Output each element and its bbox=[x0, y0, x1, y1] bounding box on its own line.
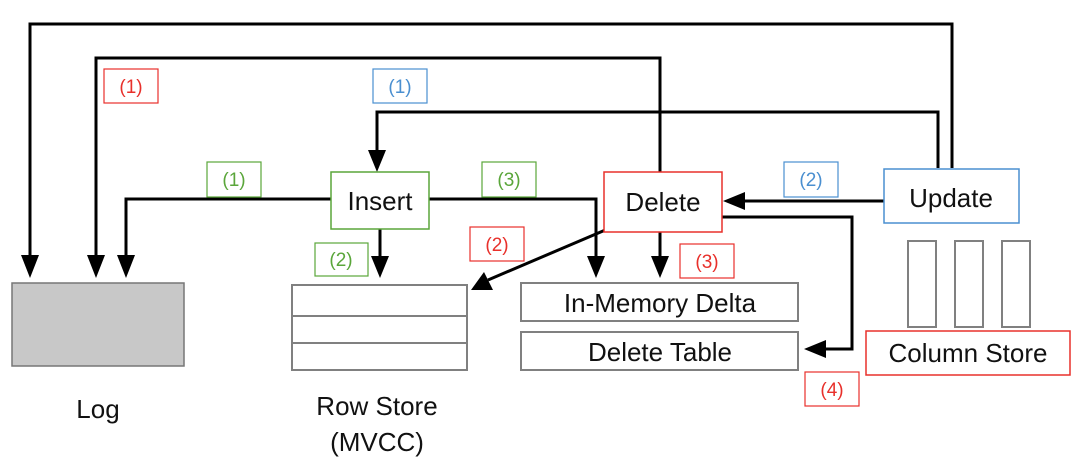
tag-update-to-delete-text: (2) bbox=[799, 170, 822, 191]
edge-insert-to-delta bbox=[429, 197, 598, 256]
edge-insert-to-log bbox=[124, 197, 331, 255]
tag-update-to-insert: (1) bbox=[372, 68, 428, 104]
row-store: Row Store (MVCC) bbox=[291, 284, 468, 457]
delete-table: Delete Table bbox=[520, 331, 799, 371]
delete-table-label: Delete Table bbox=[588, 337, 732, 367]
column-store: Column Store bbox=[865, 240, 1071, 376]
column-store-col-1 bbox=[907, 240, 937, 328]
delete-table-box bbox=[520, 331, 799, 371]
in-memory-delta-label: In-Memory Delta bbox=[564, 288, 757, 318]
log-label: Log bbox=[76, 394, 119, 424]
log-box bbox=[11, 282, 185, 367]
arrowhead-row-store-2 bbox=[471, 272, 493, 290]
edge-delete-to-row-store bbox=[487, 226, 611, 282]
tag-delete-to-row-store-text: (2) bbox=[485, 235, 508, 256]
row-store-row-2 bbox=[291, 315, 468, 344]
tag-delete-to-delete-table: (4) bbox=[804, 371, 860, 407]
tag-insert-to-delta: (3) bbox=[481, 161, 537, 198]
tag-insert-to-row-store: (2) bbox=[314, 242, 369, 277]
row-store-row-1 bbox=[291, 284, 468, 317]
arrowhead-row-store bbox=[371, 256, 389, 278]
insert-box bbox=[330, 171, 430, 230]
tag-delete-to-delete-table-text: (4) bbox=[820, 380, 843, 401]
tag-insert-to-row-store-text: (2) bbox=[329, 250, 352, 271]
arrowhead-delete bbox=[723, 192, 745, 210]
in-memory-delta-box bbox=[520, 282, 799, 322]
arrowhead-log-3 bbox=[117, 255, 135, 278]
tag-delete-to-log: (1) bbox=[103, 68, 159, 104]
edge-update-to-log bbox=[28, 22, 954, 255]
tag-insert-to-delta-text: (3) bbox=[497, 170, 520, 191]
tag-delete-to-delta: (3) bbox=[679, 243, 735, 279]
delete-box bbox=[603, 171, 723, 233]
log-store: Log bbox=[11, 282, 185, 424]
update-node: Update bbox=[883, 168, 1020, 224]
column-store-label-box bbox=[865, 330, 1071, 376]
edge-delete-to-log bbox=[94, 56, 662, 255]
tag-delete-to-row-store: (2) bbox=[469, 226, 525, 262]
delete-label: Delete bbox=[625, 187, 700, 217]
tag-update-to-delete: (2) bbox=[783, 161, 839, 198]
insert-node: Insert bbox=[330, 171, 430, 230]
arrowhead-delta-2 bbox=[651, 256, 669, 278]
edge-update-to-insert bbox=[375, 110, 940, 168]
arrowhead-delete-table bbox=[804, 340, 826, 358]
arrowhead-delta-1 bbox=[587, 256, 605, 278]
arrowhead-insert bbox=[368, 150, 386, 172]
row-store-label: Row Store bbox=[316, 391, 437, 421]
in-memory-delta: In-Memory Delta bbox=[520, 282, 799, 322]
tag-insert-to-log: (1) bbox=[206, 161, 262, 198]
arrowhead-log-2 bbox=[87, 255, 105, 278]
row-store-row-3 bbox=[291, 342, 468, 371]
column-store-col-3 bbox=[1001, 240, 1031, 328]
column-store-col-2 bbox=[954, 240, 984, 328]
update-box bbox=[883, 168, 1020, 224]
arrowhead-log-1 bbox=[21, 255, 39, 278]
tag-delete-to-log-text: (1) bbox=[119, 77, 142, 98]
tag-update-to-insert-text: (1) bbox=[388, 77, 411, 98]
edge-delete-to-delete-table bbox=[706, 215, 854, 351]
tag-delete-to-delta-text: (3) bbox=[695, 252, 718, 273]
row-store-sublabel: (MVCC) bbox=[330, 427, 424, 457]
tag-insert-to-log-text: (1) bbox=[222, 170, 245, 191]
column-store-label: Column Store bbox=[889, 338, 1048, 368]
insert-label: Insert bbox=[347, 186, 413, 216]
delete-node: Delete bbox=[603, 171, 723, 233]
update-label: Update bbox=[909, 183, 993, 213]
